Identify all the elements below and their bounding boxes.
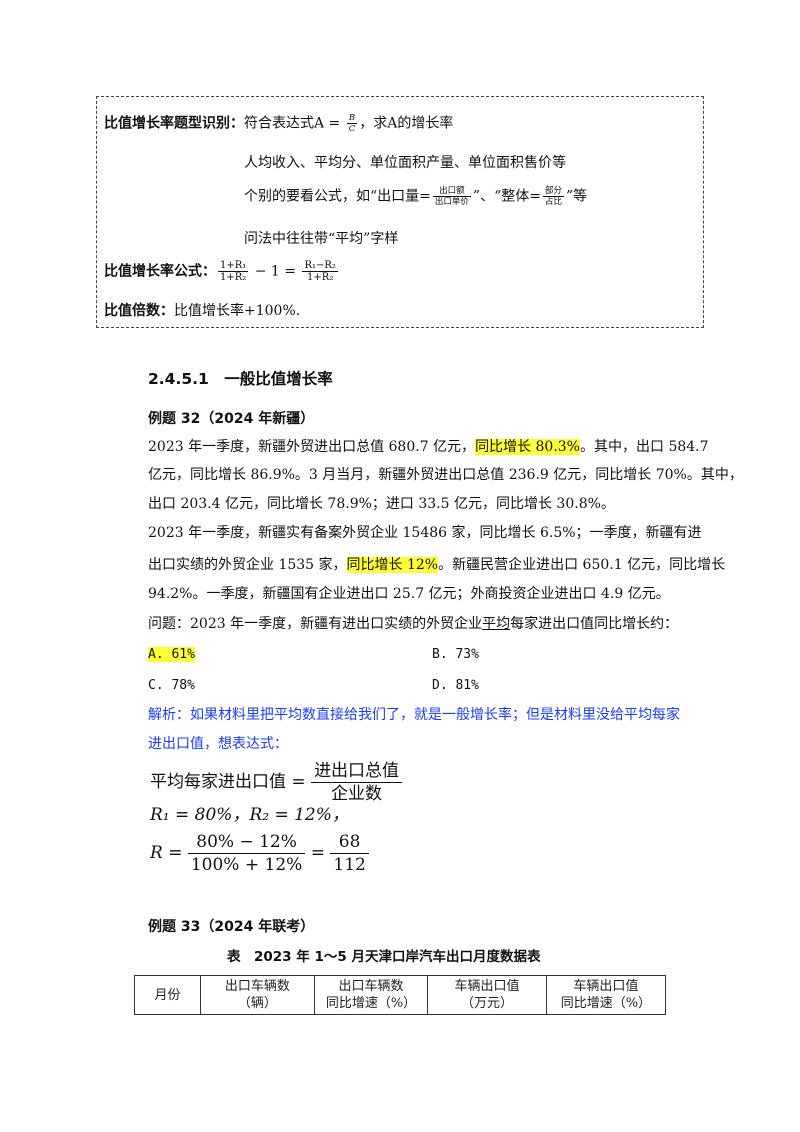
analysis-line2: 进出口值，想表达式：: [148, 736, 288, 752]
header-month: 月份: [133, 975, 202, 1015]
ex32-para2-line1: 2023 年一季度，新疆实有备案外贸企业 15486 家，同比增长 6.5%；一…: [148, 525, 702, 541]
highlight-growth-12: 同比增长 12%: [346, 557, 439, 573]
fraction-part-share: 部分占比: [542, 186, 564, 207]
growth-formula-label: 比值增长率公式：: [104, 263, 216, 280]
ex32-para1-line1: 2023 年一季度，新疆外贸进出口总值 680.7 亿元，同比增长 80.3%。…: [148, 439, 709, 455]
option-a[interactable]: A. 61%: [148, 647, 195, 662]
ex32-question: 问题：2023 年一季度，新疆有进出口实绩的外贸企业平均每家进出口值同比增长约：: [148, 616, 679, 632]
box-line-ratio-multiple: 比值倍数：比值增长率+100%.: [104, 303, 301, 319]
ratio-multiple-label: 比值倍数：: [104, 303, 174, 319]
section-heading: 2.4.5.1 一般比值增长率: [148, 370, 333, 388]
header-export-vehicles-growth: 出口车辆数同比增速（%）: [313, 975, 429, 1015]
example-32-title: 例题 32（2024 年新疆）: [148, 411, 315, 427]
option-d[interactable]: D. 81%: [432, 678, 479, 693]
highlight-growth-80: 同比增长 80.3%: [475, 439, 580, 455]
export-data-table: 月份 出口车辆数（辆） 出口车辆数同比增速（%） 车辆出口值（万元） 车辆出口值…: [133, 975, 667, 1015]
analysis-line1: 解析：如果材料里把平均数直接给我们了，就是一般增长率；但是材料里没给平均每家: [148, 707, 680, 723]
example-33-title: 例题 33（2024 年联考）: [148, 919, 315, 935]
box-line-examples: 人均收入、平均分、单位面积产量、单位面积售价等: [244, 155, 566, 171]
box-line-question-hint: 问法中往往带“平均”字样: [244, 231, 399, 247]
fraction-total-over-count: 进出口总值企业数: [311, 760, 403, 805]
formula-average-value: 平均每家进出口值 = 进出口总值企业数: [150, 760, 403, 805]
option-c[interactable]: C. 78%: [148, 678, 195, 693]
table-header-row: 月份 出口车辆数（辆） 出口车辆数同比增速（%） 车辆出口值（万元） 车辆出口值…: [133, 975, 667, 1015]
ex32-para2-line3: 94.2%。一季度，新疆国有企业进出口 25.7 亿元；外商投资企业进出口 4.…: [148, 586, 670, 602]
option-b[interactable]: B. 73%: [432, 647, 479, 662]
ex32-para1-line3: 出口 203.4 亿元，同比增长 78.9%；进口 33.5 亿元，同比增长 3…: [148, 496, 615, 512]
identification-tail: ，求A的增长率: [359, 115, 454, 132]
ex32-para1-line2: 亿元，同比增长 86.9%。3 月当月，新疆外贸进出口总值 236.9 亿元，同…: [148, 467, 743, 483]
fraction-diff-over-sum: 80% − 12%100% + 12%: [187, 831, 306, 876]
identification-label: 比值增长率题型识别：: [104, 115, 244, 132]
definition-box: [96, 96, 704, 328]
identification-text: 符合表达式A =: [244, 115, 345, 132]
box-line-formula-hint: 个别的要看公式，如“出口量=出口额出口单价”、“整体=部分占比”等: [244, 186, 588, 207]
header-export-value: 车辆出口值（万元）: [427, 975, 547, 1015]
table-title: 表 2023 年 1～5 月天津口岸汽车出口月度数据表: [227, 949, 541, 965]
underlined-average: 平均: [482, 616, 511, 632]
fraction-export-amount: 出口额出口单价: [432, 186, 471, 207]
ex32-para2-line2: 出口实绩的外贸企业 1535 家，同比增长 12%。新疆民营企业进出口 650.…: [148, 557, 726, 573]
header-export-vehicles: 出口车辆数（辆）: [200, 975, 315, 1015]
header-export-value-growth: 车辆出口值同比增速（%）: [545, 975, 667, 1015]
formula-r-values: R₁ = 80%，R₂ = 12%，: [150, 805, 349, 825]
